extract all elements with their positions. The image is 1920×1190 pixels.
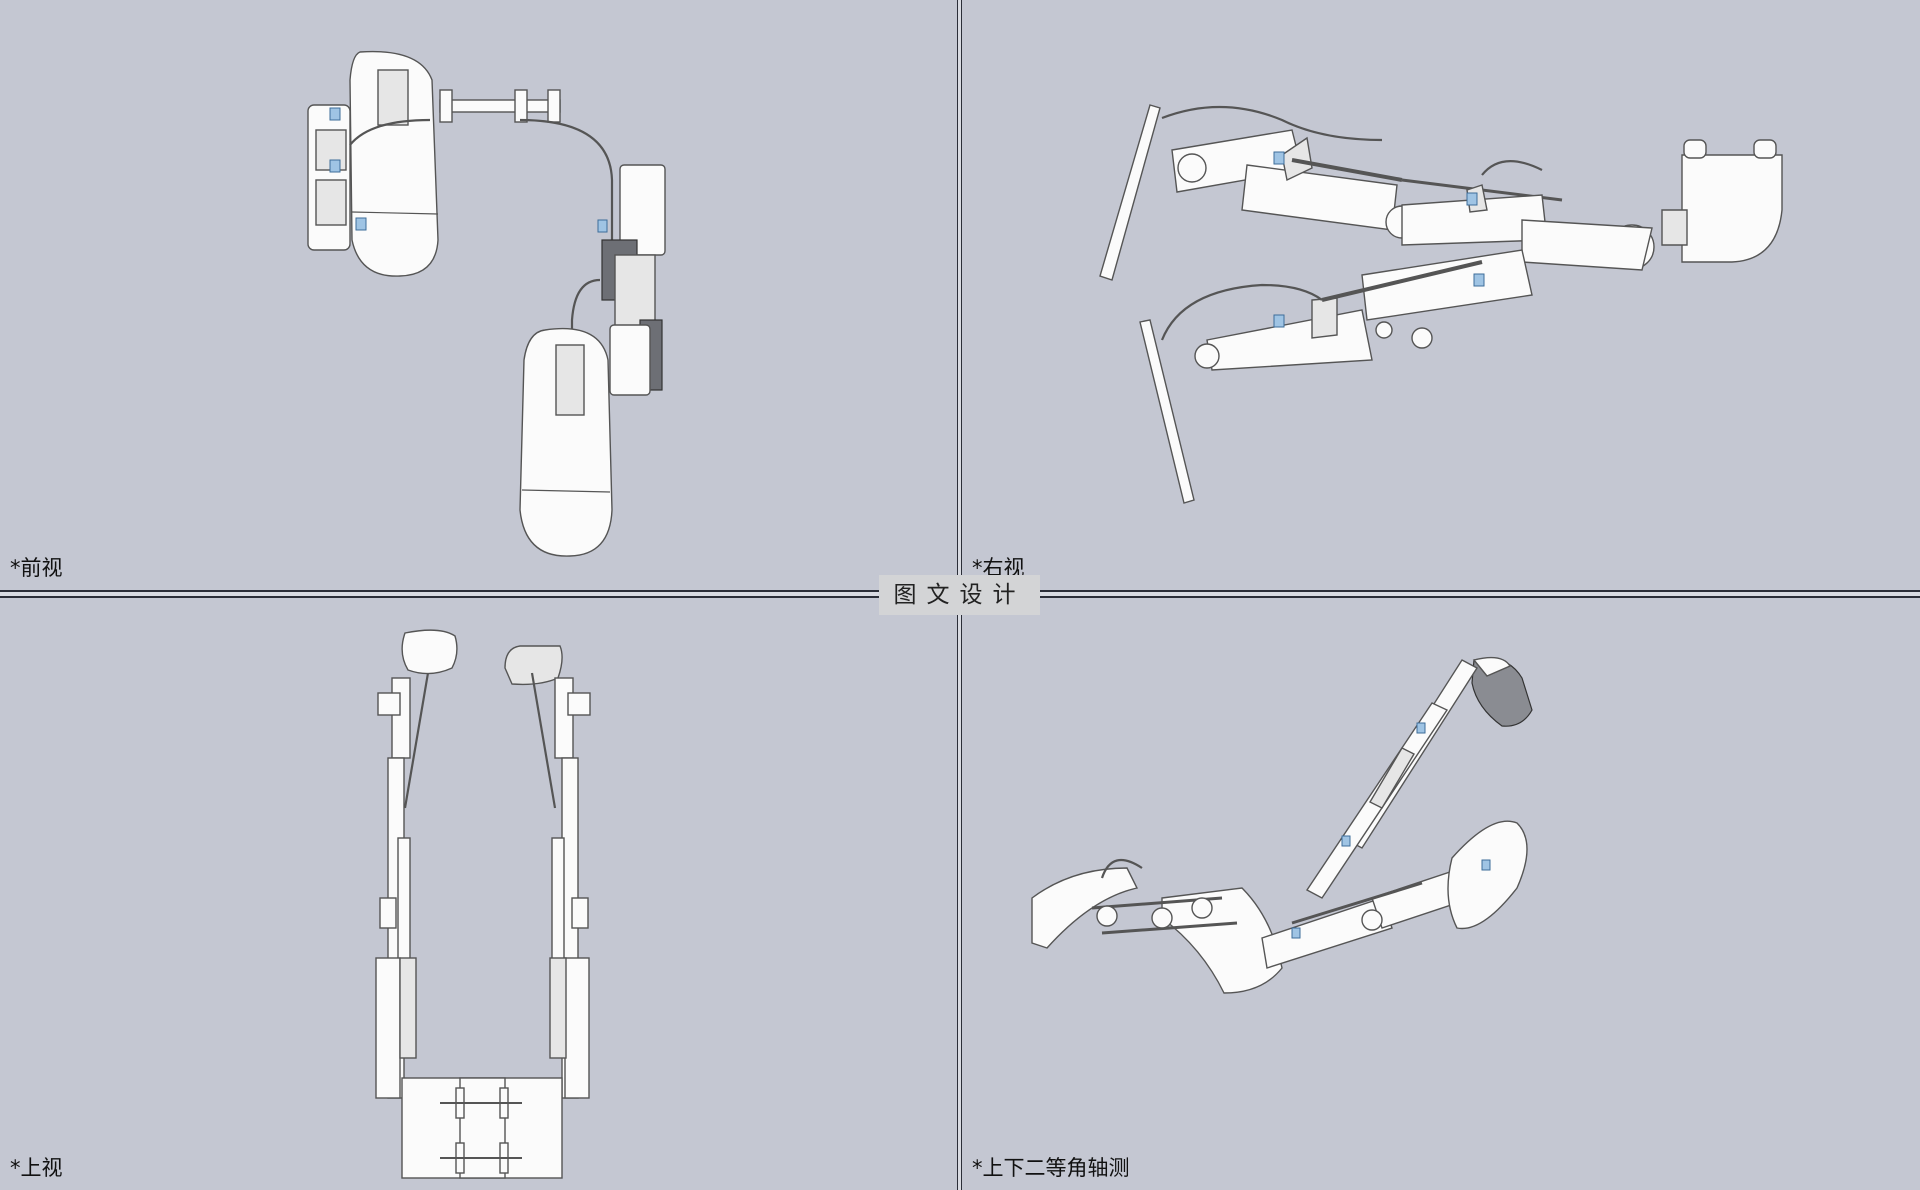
viewport-iso[interactable]: *上下二等角轴测 <box>962 598 1920 1190</box>
front-view-model <box>307 50 666 557</box>
top-view-model <box>375 629 591 1179</box>
view-label-front: *前视 <box>10 556 63 580</box>
viewport-top[interactable]: *上视 <box>0 598 957 1190</box>
view-label-iso: *上下二等角轴测 <box>972 1156 1130 1180</box>
iso-view-model <box>1031 656 1533 994</box>
right-view-model <box>1099 104 1783 504</box>
watermark: 图文设计 <box>879 575 1040 615</box>
viewport-front[interactable]: *前视 <box>0 0 957 590</box>
view-label-top: *上视 <box>10 1156 63 1180</box>
viewport-right[interactable]: *右视 <box>962 0 1920 590</box>
